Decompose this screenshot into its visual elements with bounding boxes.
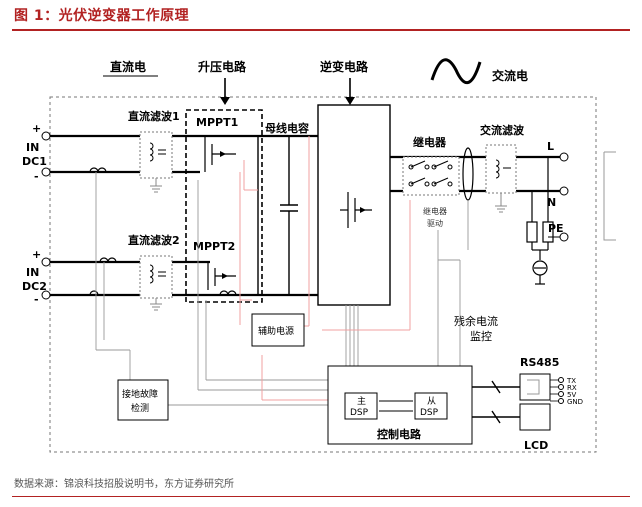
dc-filter1-box (139, 131, 173, 179)
dc-filter2-box (139, 255, 173, 299)
comm-bus (472, 380, 520, 424)
dc1-minus: - (34, 170, 39, 183)
dc2-minus: - (34, 293, 39, 306)
relay-drive-label-2: 驱动 (427, 218, 443, 228)
mppt1-arrow (220, 151, 226, 157)
inverter-switch-arrow (360, 207, 366, 213)
ground-fault-label-1: 接地故障 (122, 388, 158, 400)
ac-filter-box (485, 144, 517, 194)
lcd-connector (519, 403, 551, 431)
dc2-plus: + (32, 248, 41, 261)
inverter-enclosure (49, 96, 597, 453)
ground-icon (150, 298, 162, 311)
dc2-plus-terminal (41, 257, 51, 267)
dc-filter2-label: 直流滤波2 (128, 233, 180, 247)
sine-wave-icon (430, 58, 482, 84)
bus-capacitor-icon (280, 136, 298, 295)
dc1-plus: + (32, 122, 41, 135)
current-sensor-icon (462, 147, 474, 201)
source-note: 数据来源：锦浪科技招股说明书，东方证券研究所 (14, 479, 234, 490)
ground-fault-box (117, 379, 169, 421)
label-boost: 升压电路 (198, 59, 247, 74)
input-chokes (89, 167, 237, 296)
figure-title: 图 1：光伏逆变器工作原理 (14, 8, 190, 24)
dc1-name1: IN (26, 141, 39, 154)
dc2-minus-terminal (41, 290, 51, 300)
output-pe: PE (548, 222, 564, 235)
bus-cap-label: 母线电容 (265, 121, 309, 135)
dc1-minus-terminal (41, 167, 51, 177)
slave-dsp-label-2: DSP (420, 408, 439, 418)
dc1-name2: DC1 (22, 155, 47, 168)
rs485-pin-rx: RX (567, 384, 577, 392)
dc-filter1-coil-icon (149, 142, 154, 162)
rs485-connector (519, 373, 551, 401)
label-ac: 交流电 (492, 68, 528, 83)
label-dc: 直流电 (110, 59, 146, 74)
dc2-name2: DC2 (22, 280, 47, 293)
boost-circuit-box (185, 109, 263, 303)
slave-dsp-label-1: 从 (427, 396, 436, 407)
mppt1-label: MPPT1 (196, 116, 238, 129)
slave-dsp-box (414, 392, 448, 420)
relay-drive-label-1: 继电器 (423, 206, 447, 216)
control-label: 控制电路 (377, 427, 422, 441)
grid-bracket (603, 151, 616, 241)
rs485-pin-terminals (558, 377, 564, 404)
inverter-bridge-box (317, 104, 391, 306)
output-pe-terminal (559, 232, 569, 242)
output-l-terminal (559, 152, 569, 162)
ground-icon (150, 178, 162, 193)
main-dsp-label-1: 主 (357, 395, 366, 407)
dc-filter2-coil-icon (149, 264, 154, 284)
relay-contacts-icon (408, 160, 453, 187)
boost-arrow-head (220, 97, 230, 105)
relay-box (402, 156, 460, 196)
rs485-pin-wires (550, 379, 558, 402)
ground-icon (495, 193, 507, 213)
residual-label-2: 监控 (470, 329, 492, 343)
surge-protector-icon (526, 157, 554, 285)
ac-filter-coil-icon (495, 159, 500, 179)
dc-filter1-label: 直流滤波1 (128, 109, 180, 123)
lcd-label: LCD (524, 439, 548, 452)
main-dsp-box (344, 392, 378, 420)
ac-filter-label: 交流滤波 (480, 123, 525, 137)
relay-label: 继电器 (413, 135, 447, 149)
dsp-link-icon (379, 400, 413, 412)
rs485-label: RS485 (520, 356, 559, 369)
label-inverter: 逆变电路 (320, 59, 369, 74)
main-dsp-label-2: DSP (350, 408, 369, 418)
dc1-plus-terminal (41, 131, 51, 141)
mppt2-arrow (222, 273, 228, 279)
mppt2-label: MPPT2 (193, 240, 235, 253)
ground-fault-label-2: 检测 (131, 402, 149, 414)
rs485-pin-tx: TX (566, 377, 576, 385)
footer-divider (12, 496, 630, 497)
residual-label-1: 残余电流 (454, 314, 498, 328)
title-divider (12, 29, 630, 31)
rs485-pin-5v: 5V (567, 391, 576, 399)
aux-power-label: 辅助电源 (258, 325, 294, 337)
output-l: L (547, 140, 554, 153)
inverter-schematic: 直流电 升压电路 逆变电路 交流电 + IN DC1 - + IN DC2 - … (22, 58, 616, 453)
inverter-arrow-head (345, 97, 355, 105)
output-n: N (547, 196, 556, 209)
aux-power-wires-pink (239, 136, 411, 401)
rs485-pin-gnd: GND (567, 398, 583, 406)
aux-power-box (251, 313, 305, 347)
signal-wires-gray (95, 172, 469, 406)
dc2-name1: IN (26, 266, 39, 279)
power-rails (50, 134, 560, 297)
output-n-terminal (559, 186, 569, 196)
